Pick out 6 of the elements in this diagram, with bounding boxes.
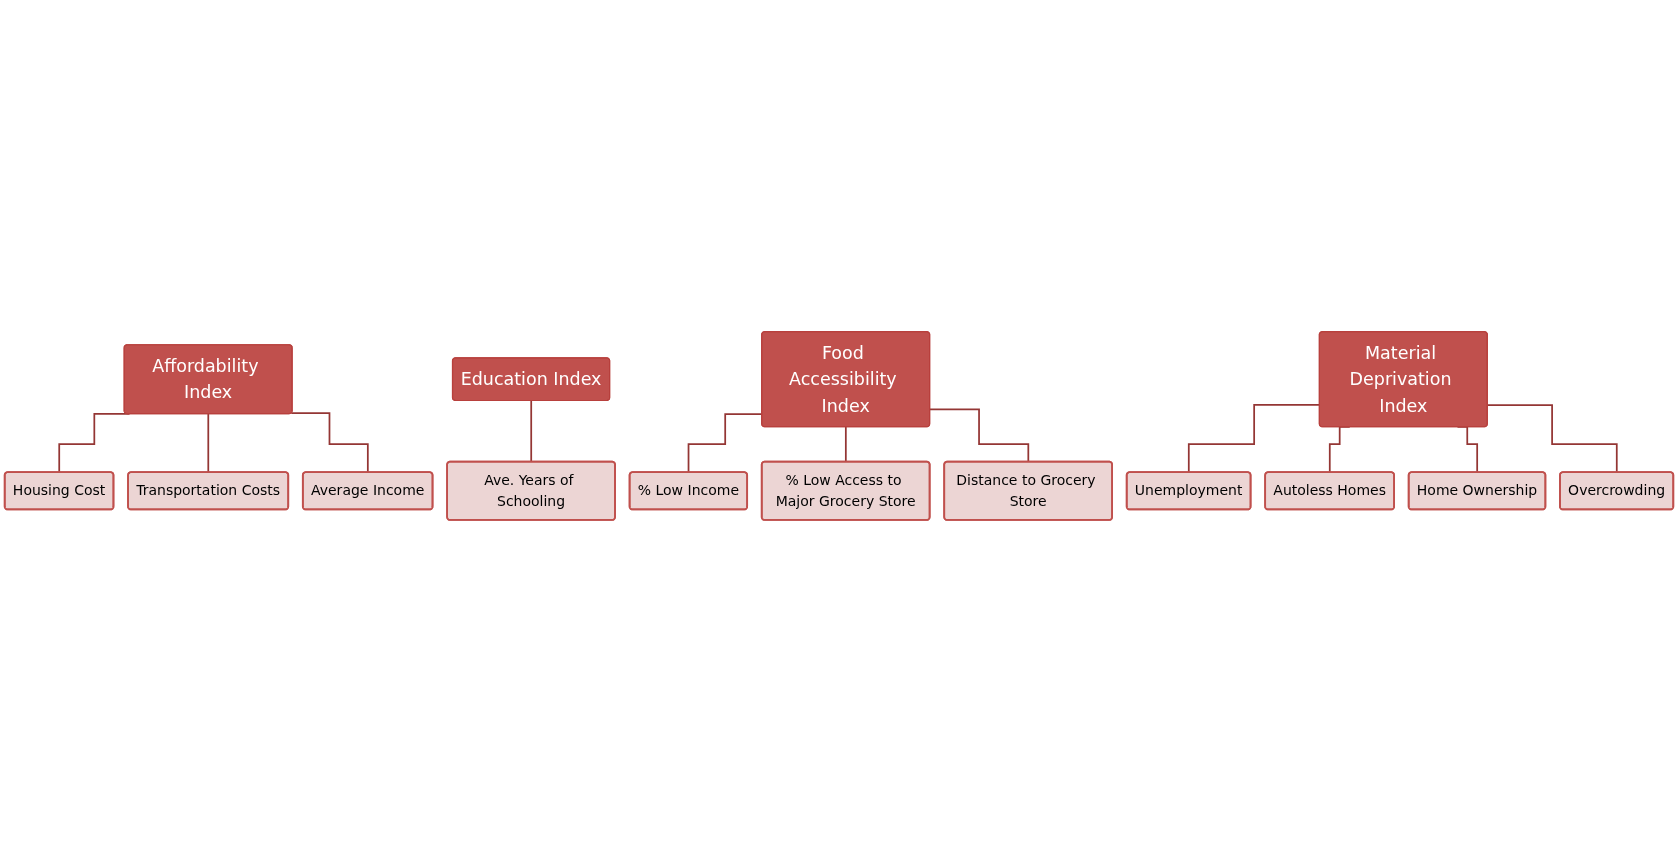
connector	[207, 413, 210, 474]
connector	[58, 413, 131, 474]
connector	[530, 400, 533, 463]
connector	[929, 408, 1030, 463]
connector	[290, 412, 369, 474]
connector	[844, 426, 847, 463]
